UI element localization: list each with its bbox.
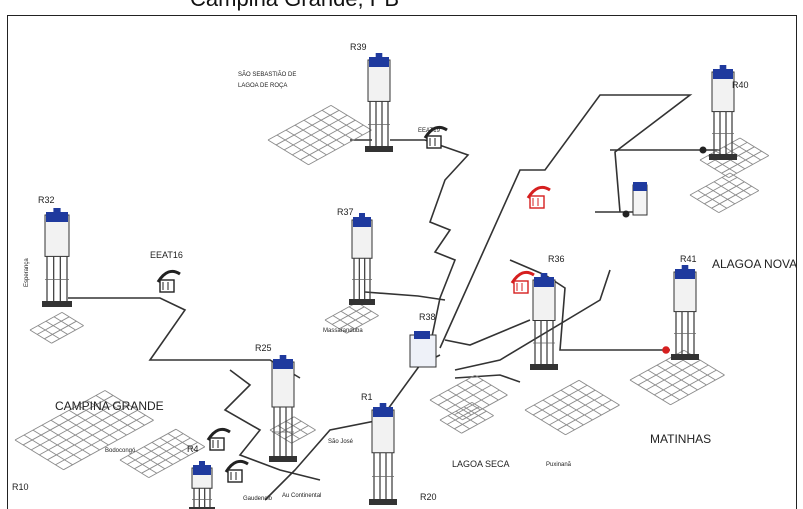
grid-area <box>119 428 206 478</box>
label-r32: R32 <box>38 195 55 205</box>
reservoir-tower <box>369 403 397 505</box>
reservoir-tower <box>530 273 558 370</box>
label-r39: R39 <box>350 42 367 52</box>
pump-station <box>526 185 551 209</box>
pump-station <box>224 459 249 483</box>
pump-station <box>423 125 448 149</box>
pipe-r38-r36 <box>444 319 531 346</box>
pipe-trunk-north <box>439 94 693 349</box>
grid-area <box>269 416 316 444</box>
reservoir-tower <box>365 53 393 152</box>
reservoir-tower <box>671 265 699 360</box>
label-sao-jose: São José <box>328 439 354 445</box>
pipe-lagoa <box>454 374 521 383</box>
valve-node-red <box>662 346 670 354</box>
small-tank <box>622 182 648 218</box>
urban-area-grids <box>14 104 770 478</box>
grid-area <box>524 379 620 436</box>
pump-station <box>510 270 535 294</box>
grid-area <box>29 312 84 344</box>
reservoir-tower <box>709 65 737 160</box>
label-r1: R1 <box>361 392 373 402</box>
pipe-r36-r41 <box>509 259 670 351</box>
reservoir-tower <box>349 213 375 305</box>
pipe-r25-loop <box>223 369 321 481</box>
label-campina-grande: CAMPINA GRANDE <box>55 399 164 413</box>
reservoir-tower <box>269 355 297 462</box>
label-eeat16: EEAT16 <box>150 250 183 260</box>
label-sao-sebastiao-1: SÃO SEBASTIÃO DE <box>238 71 296 78</box>
label-r41: R41 <box>680 254 697 264</box>
label-au-continental: Au Continental <box>282 493 321 499</box>
label-r40: R40 <box>732 80 749 90</box>
label-r4: R4 <box>187 444 199 454</box>
pump-station <box>409 331 437 368</box>
pump-stations <box>156 125 551 483</box>
pipe-east-r36 <box>454 269 611 371</box>
label-eeat19: EEAT19 <box>418 128 441 134</box>
grid-area <box>324 302 379 334</box>
pump-station <box>156 269 181 293</box>
label-r20: R20 <box>420 492 437 502</box>
pump-station <box>206 427 231 451</box>
label-sao-sebastiao-2: LAGOA DE ROÇA <box>238 83 287 89</box>
label-massaranduba: Massaranduba <box>323 328 363 334</box>
label-gaudencio: Gaudencio <box>243 496 273 502</box>
grid-area <box>439 402 494 434</box>
grid-area <box>429 374 508 421</box>
label-r25: R25 <box>255 343 272 353</box>
reservoir-tower <box>189 461 215 509</box>
label-r37: R37 <box>337 207 354 217</box>
grid-area <box>267 104 372 166</box>
label-esperanca: Esperança <box>24 258 30 287</box>
label-r10: R10 <box>12 482 29 492</box>
reservoir-tower <box>42 208 72 307</box>
label-lagoa-seca: LAGOA SECA <box>452 459 510 469</box>
label-puxinana: Puxinanã <box>546 462 572 468</box>
reservoirs <box>42 53 737 509</box>
diagram-frame <box>7 15 797 509</box>
label-r38: R38 <box>419 312 436 322</box>
pipe-r32-eeat16 <box>68 297 301 379</box>
grid-area <box>14 390 154 471</box>
label-matinhas: MATINHAS <box>650 432 711 446</box>
valve-node <box>699 146 707 154</box>
label-alagoa-nova: ALAGOA NOVA <box>712 257 797 271</box>
grid-area <box>689 172 760 213</box>
label-r36: R36 <box>548 254 565 264</box>
label-bodocongo: Bodocongó <box>105 448 136 454</box>
page-title: Campina Grande, PB <box>190 0 399 12</box>
pipe-r37-r38 <box>364 291 446 301</box>
